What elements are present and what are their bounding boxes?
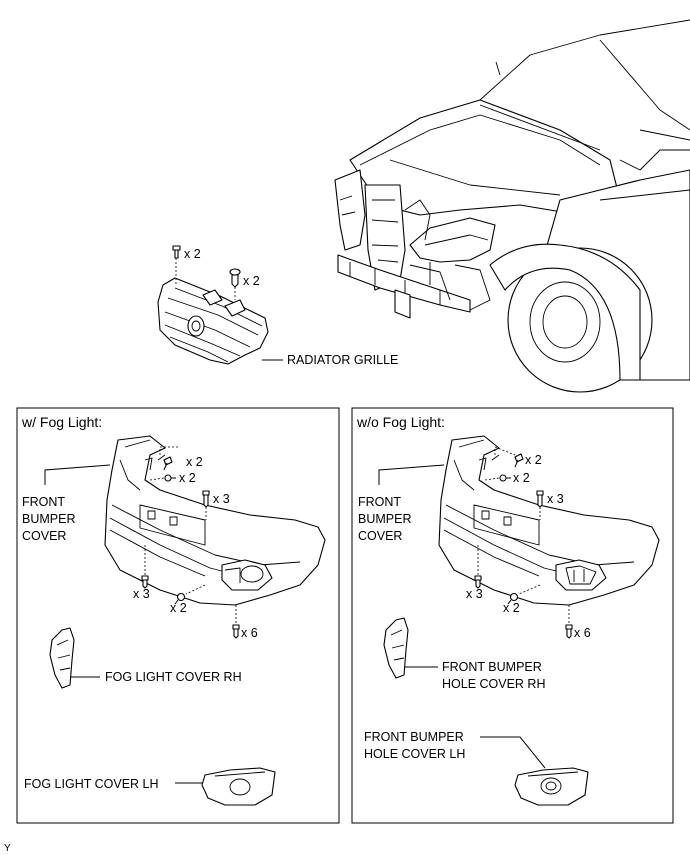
clip-mid-icon-right xyxy=(536,490,544,520)
front-bumper-cover-illustration-right xyxy=(438,435,660,606)
qty-screw-top-left: x 2 xyxy=(186,455,203,469)
bumper-label-line3-right: COVER xyxy=(358,529,402,543)
qty-bolt-top-left: x 2 xyxy=(179,471,196,485)
panel-without-fog-light xyxy=(351,407,674,824)
qty-bolt-bottom-left: x 2 xyxy=(170,601,187,615)
fog-cover-lh-label: FOG LIGHT COVER LH xyxy=(24,777,159,791)
bolt-top-icon xyxy=(149,474,176,482)
bumper-leader-right xyxy=(378,464,445,485)
front-bumper-hole-cover-lh-illustration xyxy=(514,767,589,806)
clip-bottom-icon-right xyxy=(565,605,573,639)
corner-mark: Y xyxy=(4,843,11,854)
hole-cover-lh-label-line1: FRONT BUMPER xyxy=(364,730,464,744)
radiator-grille-label: RADIATOR GRILLE xyxy=(287,353,398,367)
qty-clip-bottom-right: x 6 xyxy=(574,626,591,640)
grille-clip-top-icon xyxy=(172,245,181,285)
hole-cover-rh-label-line1: FRONT BUMPER xyxy=(442,660,542,674)
panel-title-without-fog: w/o Fog Light: xyxy=(356,414,445,430)
bolt-top-icon-right xyxy=(484,474,511,482)
radiator-grille-illustration xyxy=(157,277,269,365)
panel-title-with-fog: w/ Fog Light: xyxy=(21,414,102,430)
clip-left-icon xyxy=(141,545,149,589)
clip-mid-icon xyxy=(202,490,210,520)
panel-with-fog-light xyxy=(16,407,340,824)
clip-bottom-icon xyxy=(232,605,240,639)
qty-clip-mid-right: x 3 xyxy=(547,492,564,506)
bumper-label-line2-right: BUMPER xyxy=(358,512,411,526)
grille-clip-right-icon xyxy=(229,268,241,300)
fog-light-cover-rh-illustration xyxy=(49,627,75,689)
bumper-leader-left xyxy=(44,464,111,485)
bolt-bottom-icon-right xyxy=(507,584,541,605)
bumper-label-line1-left: FRONT xyxy=(22,495,65,509)
qty-clip-mid-left: x 3 xyxy=(213,492,230,506)
front-bumper-hole-cover-rh-illustration xyxy=(383,617,409,679)
front-bumper-cover-illustration-left xyxy=(104,435,326,606)
hole-cover-rh-label-line2: HOLE COVER RH xyxy=(442,677,546,691)
bumper-label-line2-left: BUMPER xyxy=(22,512,75,526)
bolt-bottom-icon xyxy=(174,584,206,605)
qty-clip-left-left: x 3 xyxy=(133,587,150,601)
qty-bolt-bottom-right: x 2 xyxy=(503,601,520,615)
qty-clip-bottom-left: x 6 xyxy=(241,626,258,640)
bumper-label-line1-right: FRONT xyxy=(358,495,401,509)
grille-clip-top-qty: x 2 xyxy=(184,247,201,261)
bumper-label-line3-left: COVER xyxy=(22,529,66,543)
hole-cover-lh-label-line2: HOLE COVER LH xyxy=(364,747,465,761)
fog-light-cover-lh-illustration xyxy=(201,767,276,806)
qty-screw-top-right: x 2 xyxy=(525,453,542,467)
hole-cover-lh-leader xyxy=(480,736,546,769)
screw-top-icon xyxy=(159,446,180,471)
grille-clip-right-qty: x 2 xyxy=(243,274,260,288)
qty-clip-left-right: x 3 xyxy=(466,587,483,601)
fog-cover-rh-label: FOG LIGHT COVER RH xyxy=(105,670,242,684)
qty-bolt-top-right: x 2 xyxy=(513,471,530,485)
vehicle-front-illustration xyxy=(334,19,690,393)
clip-left-icon-right xyxy=(474,545,482,589)
screw-top-icon-right xyxy=(494,446,524,468)
